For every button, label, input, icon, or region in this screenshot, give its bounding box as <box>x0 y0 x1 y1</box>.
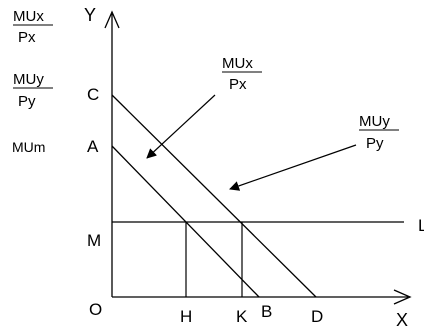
point-label-C: C <box>87 85 99 104</box>
y-axis-label: Y <box>84 5 96 25</box>
point-label-D: D <box>311 307 323 326</box>
left-label-mum: MUm <box>12 139 45 155</box>
point-label-B: B <box>261 302 272 321</box>
x-axis-label: X <box>396 310 408 330</box>
callout-muy-den: Py <box>366 135 384 152</box>
point-label-K: K <box>236 307 248 326</box>
callout-mux-num: MUx <box>222 55 253 72</box>
left-label-muy-den: Py <box>18 93 36 110</box>
origin-label: O <box>89 300 102 319</box>
callout-mux-den: Px <box>229 76 247 93</box>
point-label-M: M <box>87 231 101 250</box>
left-label-mux-den: Px <box>18 29 36 46</box>
line-end-label-L: L <box>418 216 424 235</box>
point-label-H: H <box>180 307 192 326</box>
point-label-A: A <box>87 137 99 156</box>
callout-arrow-mux-px <box>146 94 216 159</box>
mux-px-line-AB <box>111 145 260 298</box>
callout-muy-num: MUy <box>359 113 390 130</box>
left-label-mux-num: MUx <box>13 8 44 25</box>
left-label-muy-num: MUy <box>13 71 44 88</box>
callout-arrow-muy-py <box>229 144 357 191</box>
y-axis-arrowhead <box>104 10 120 29</box>
muy-py-line-CD <box>111 94 317 298</box>
x-axis-arrowhead <box>393 289 412 305</box>
